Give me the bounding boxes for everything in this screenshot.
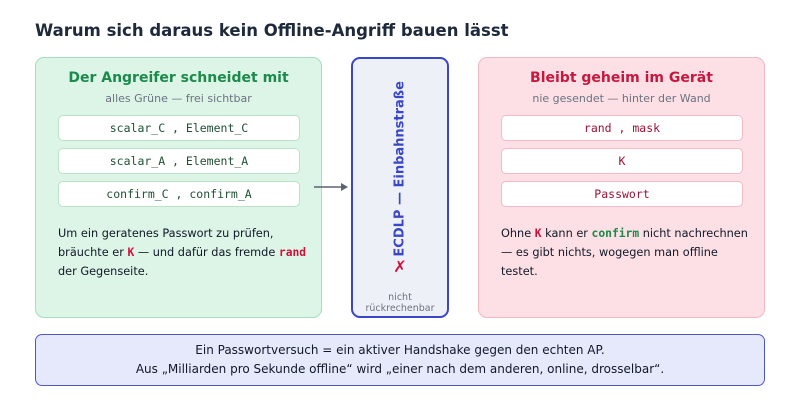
barrier-footer: nicht rückrechenbar bbox=[353, 292, 447, 314]
arrow-right-icon bbox=[314, 183, 348, 191]
barrier-footer-line: nicht bbox=[388, 292, 412, 303]
explanation-text: nicht nachrechnen — es gibt nichts, woge… bbox=[501, 227, 748, 278]
rand-term: rand bbox=[278, 246, 307, 259]
explanation-text: — und dafür das fremde bbox=[134, 246, 279, 259]
explanation-text: Ohne bbox=[501, 227, 535, 240]
explanation-text: der Gegenseite. bbox=[58, 265, 149, 278]
secret-subtitle: nie gesendet — hinter der Wand bbox=[532, 92, 711, 105]
secret-value-chip: K bbox=[501, 148, 743, 174]
secret-value-chip: Passwort bbox=[501, 181, 743, 207]
secret-heading: Bleibt geheim im Gerät bbox=[530, 70, 713, 86]
secret-explanation: Ohne K kann er confirm nicht nachrechnen… bbox=[501, 224, 751, 281]
explanation-text: Um ein geratenes Passwort zu prüfen, brä… bbox=[58, 227, 274, 259]
conclusion-box: Ein Passwortversuch = ein aktiver Handsh… bbox=[35, 334, 765, 386]
page-title: Warum sich daraus kein Offline-Angriff b… bbox=[35, 21, 509, 40]
explanation-text: kann er bbox=[541, 227, 592, 240]
attacker-panel: Der Angreifer schneidet mit alles Grüne … bbox=[35, 57, 322, 318]
observed-value-chip: scalar_C , Element_C bbox=[58, 115, 300, 141]
barrier-label-text: ECDLP — Einbahnstraße bbox=[392, 81, 408, 257]
observed-value-chip: confirm_C , confirm_A bbox=[58, 181, 300, 207]
attacker-subtitle: alles Grüne — frei sichtbar bbox=[105, 92, 252, 105]
confirm-term: confirm bbox=[591, 227, 640, 240]
attacker-explanation: Um ein geratenes Passwort zu prüfen, brä… bbox=[58, 224, 308, 281]
ecdlp-barrier: ✗ECDLP — Einbahnstraße nicht rückrechenb… bbox=[351, 57, 449, 318]
key-k: K bbox=[534, 227, 542, 240]
secret-value-chip: rand , mask bbox=[501, 115, 743, 141]
conclusion-line: Aus „Milliarden pro Sekunde offline“ wir… bbox=[135, 362, 665, 376]
conclusion-line: Ein Passwortversuch = ein aktiver Handsh… bbox=[195, 343, 605, 357]
barrier-footer-line: rückrechenbar bbox=[365, 303, 435, 314]
cross-icon: ✗ bbox=[393, 256, 407, 276]
attacker-heading: Der Angreifer schneidet mit bbox=[68, 70, 289, 86]
observed-value-chip: scalar_A , Element_A bbox=[58, 148, 300, 174]
key-k: K bbox=[127, 246, 135, 259]
barrier-label: ✗ECDLP — Einbahnstraße bbox=[391, 81, 410, 276]
secret-panel: Bleibt geheim im Gerät nie gesendet — hi… bbox=[478, 57, 765, 318]
